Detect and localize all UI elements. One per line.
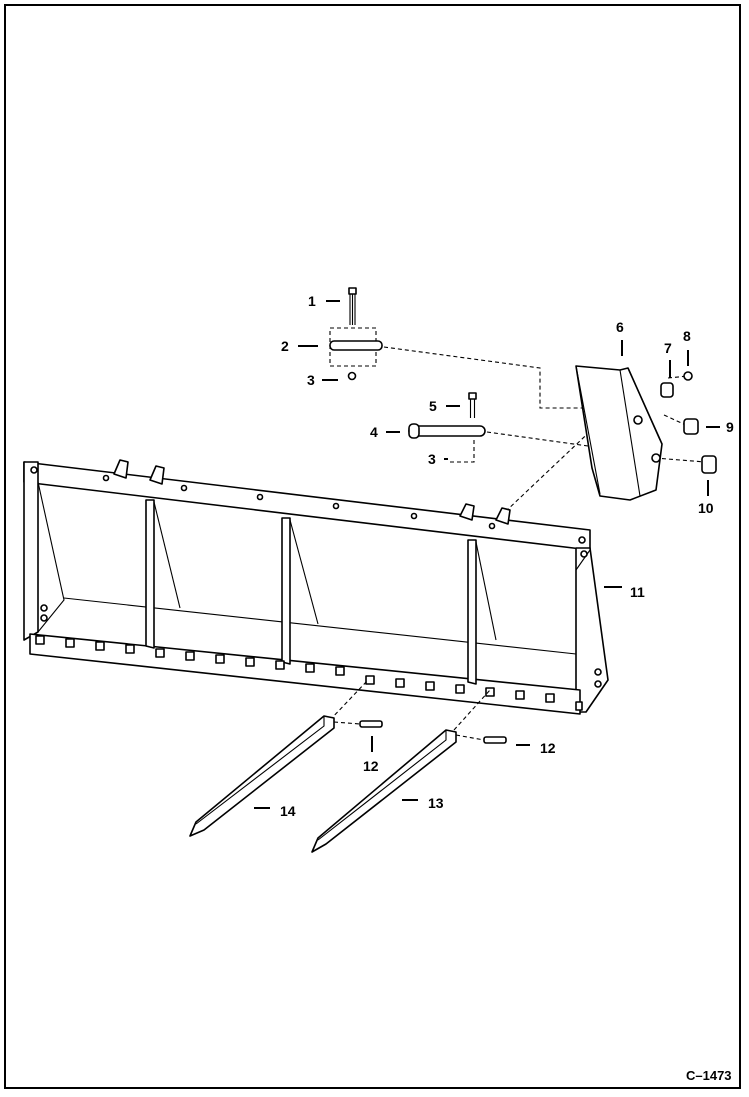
callout-12a: 12 xyxy=(363,758,379,774)
alignment-line-tine13 xyxy=(453,689,491,731)
tine-part-14 xyxy=(189,715,335,837)
diagram-border xyxy=(4,4,741,1089)
alignment-line-pin2 xyxy=(383,346,588,409)
alignment-line-bolt12b xyxy=(455,734,485,741)
callout-8: 8 xyxy=(683,328,691,344)
alignment-line-bushing10 xyxy=(654,457,706,463)
callout-5: 5 xyxy=(429,398,437,414)
callout-2: 2 xyxy=(281,338,289,354)
alignment-line-bracket xyxy=(504,421,601,513)
callout-13: 13 xyxy=(428,795,444,811)
callout-3: 3 xyxy=(307,372,315,388)
bolt-part-12b xyxy=(483,736,507,744)
callout-11: 11 xyxy=(630,584,645,600)
fork-frame-part-11 xyxy=(23,459,609,715)
callout-6: 6 xyxy=(616,319,624,335)
bolt-part-5 xyxy=(468,392,477,418)
callout-12b: 12 xyxy=(540,740,556,756)
callout-7: 7 xyxy=(664,340,672,356)
callout-14: 14 xyxy=(280,803,296,819)
alignment-line-bolt12a xyxy=(333,721,361,725)
alignment-line-tine14 xyxy=(329,679,369,721)
callout-3b: 3 xyxy=(428,451,436,467)
callout-10: 10 xyxy=(698,500,714,516)
callout-9: 9 xyxy=(726,419,734,435)
nut-3b-leader-dash xyxy=(450,440,475,463)
bushing-part-9 xyxy=(683,418,699,435)
bolt-part-1 xyxy=(348,287,357,325)
alignment-line-pin4 xyxy=(486,431,589,447)
bolt-part-12a xyxy=(359,720,383,728)
bushing-part-7 xyxy=(660,382,674,398)
pin-part-2 xyxy=(329,340,383,351)
figure-reference-code: C–1473 xyxy=(686,1068,732,1083)
callout-4: 4 xyxy=(370,424,378,440)
nut-part-3 xyxy=(347,371,357,381)
callout-1: 1 xyxy=(308,293,316,309)
pin-part-4 xyxy=(408,423,486,439)
tine-part-13 xyxy=(311,729,457,853)
mount-bracket-part-6 xyxy=(575,365,663,501)
grease-fitting-part-8 xyxy=(683,371,693,381)
bushing-part-10 xyxy=(701,455,717,474)
